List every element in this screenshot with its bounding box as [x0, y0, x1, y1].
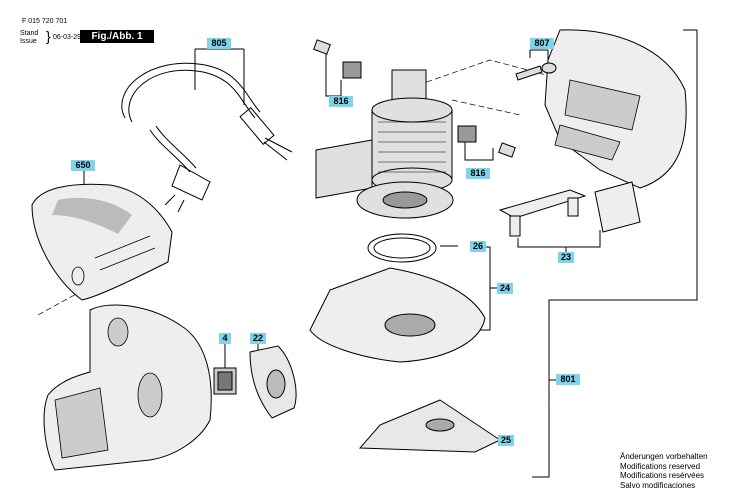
note-en: Modifications reserved: [620, 461, 701, 471]
modification-notes: Änderungen vorbehalten Modifications res…: [620, 452, 708, 490]
callout-26: 26: [470, 241, 486, 252]
issue-label: Issue: [20, 38, 37, 45]
callout-4: 4: [219, 333, 231, 344]
callout-801: 801: [556, 374, 580, 385]
callout-24: 24: [497, 283, 513, 294]
callout-807: 807: [530, 38, 554, 49]
callout-22: 22: [250, 333, 266, 344]
callout-23: 23: [558, 252, 574, 263]
note-de: Änderungen vorbehalten: [620, 452, 708, 461]
callout-816-upper: 816: [329, 96, 353, 107]
stand-label: Stand: [20, 30, 39, 37]
callout-25: 25: [498, 435, 514, 446]
figure-label: Fig./Abb. 1: [80, 30, 154, 43]
brace-glyph: }: [46, 28, 51, 44]
callout-805: 805: [207, 38, 231, 49]
callout-650: 650: [71, 160, 95, 171]
note-fr: Modifications resérvées: [620, 471, 705, 480]
document-number: F 015 720 701: [22, 18, 68, 25]
callout-816-right: 816: [466, 168, 490, 179]
note-es: Salvo modificaciones: [620, 480, 696, 490]
issue-date: 06-03-29: [53, 34, 82, 41]
